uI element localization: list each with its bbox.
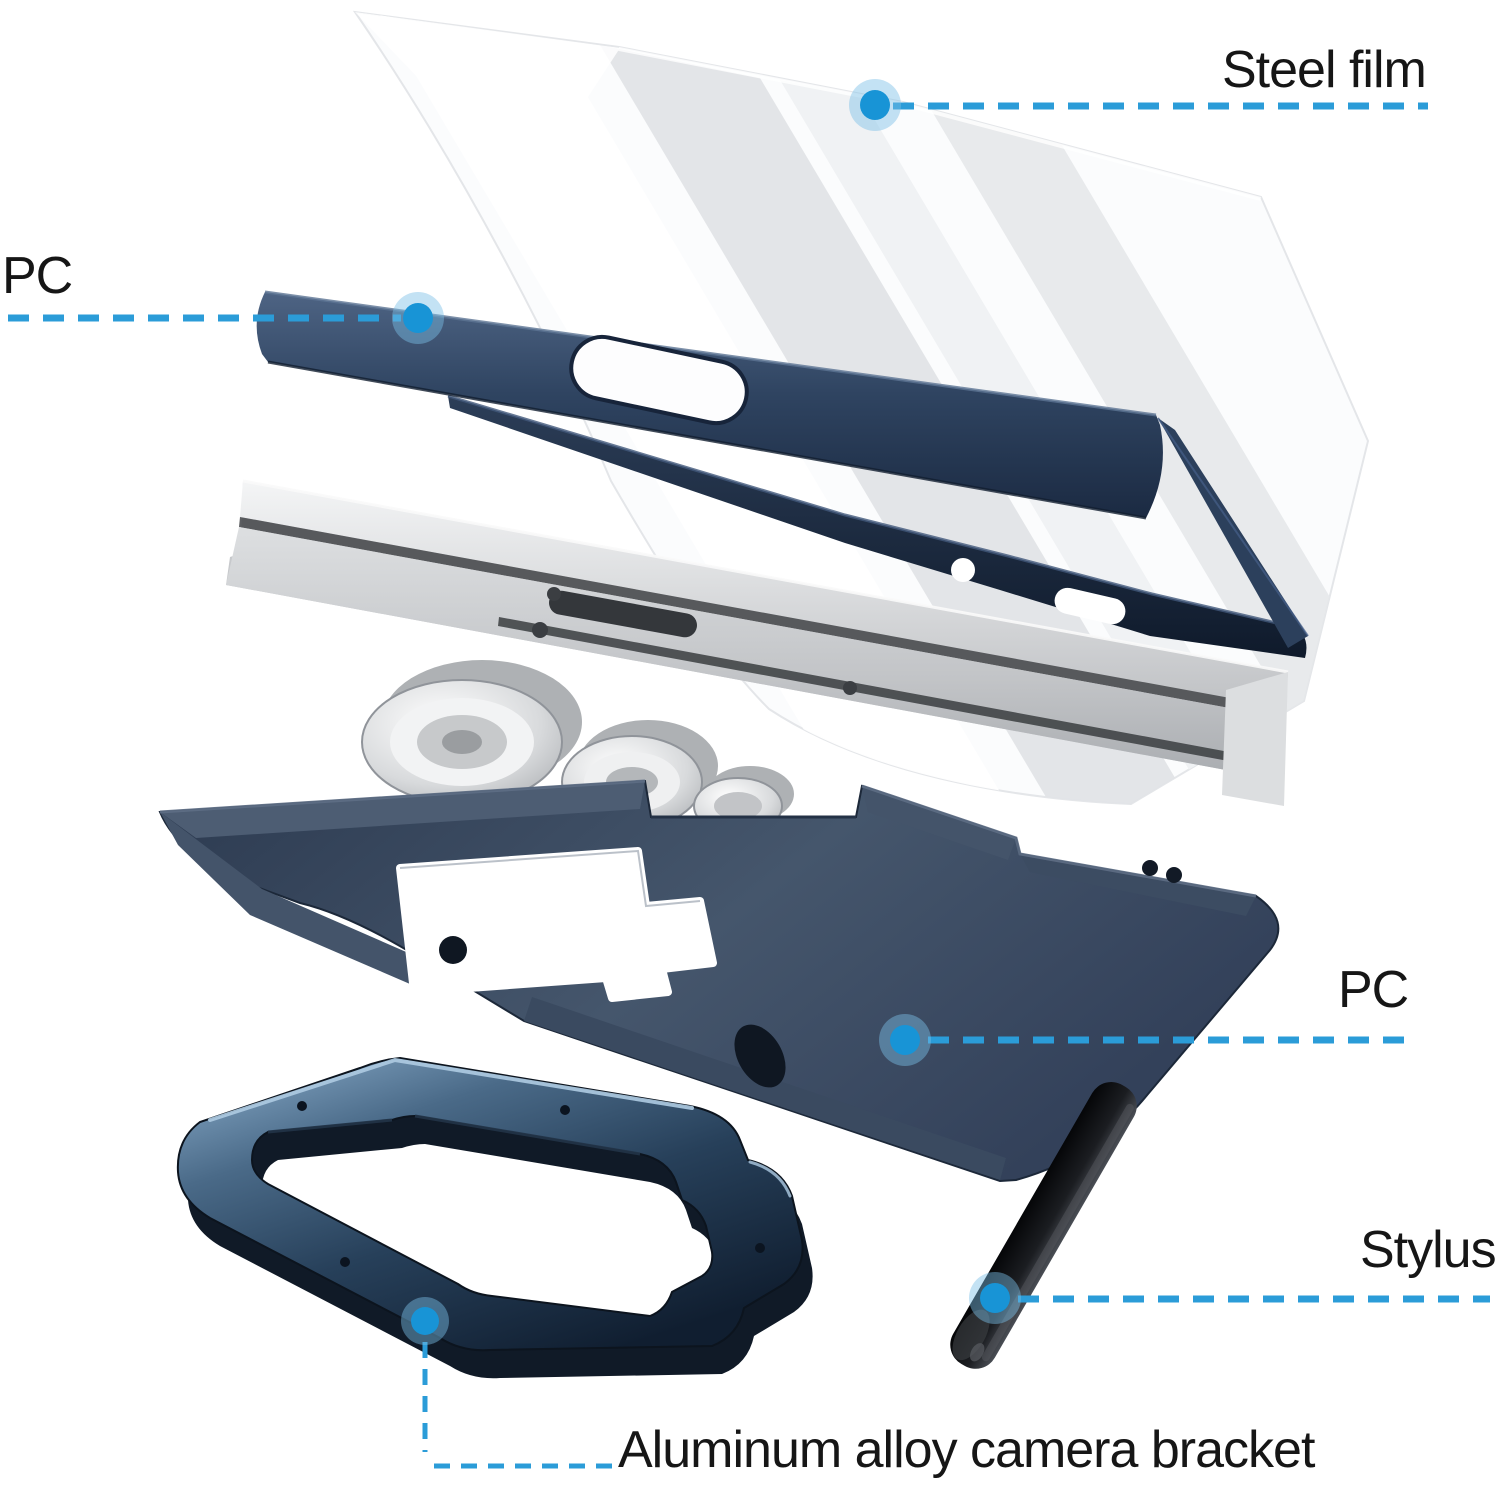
pc-back-label: PC: [1338, 961, 1409, 1019]
camera-bracket-label: Aluminum alloy camera bracket: [618, 1421, 1315, 1479]
callout-stylus: [969, 1272, 1490, 1324]
steel-film-label: Steel film: [1222, 41, 1427, 99]
callout-camera-bracket: [401, 1297, 612, 1469]
pc-front-frame-part: [256, 290, 1309, 658]
callout-pc-back: [879, 1014, 1404, 1066]
callout-pc-front: [8, 292, 444, 344]
pc-back-cover-part: [158, 779, 1280, 1183]
aluminum-camera-bracket-part: [176, 1056, 813, 1379]
stylus-label: Stylus: [1360, 1221, 1497, 1279]
phone-body-part: [226, 479, 1289, 835]
callout-steel-film: [849, 79, 1428, 131]
pc-front-label: PC: [2, 247, 73, 305]
